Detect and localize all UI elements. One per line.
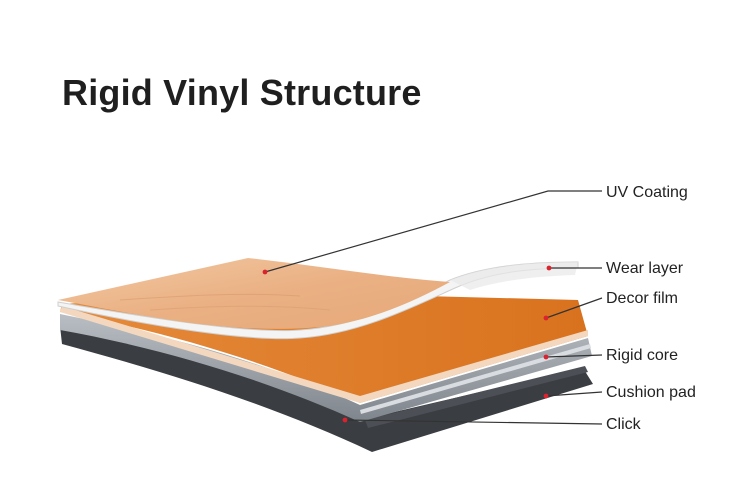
page-title: Rigid Vinyl Structure xyxy=(62,72,422,113)
label-uv-coating: UV Coating xyxy=(606,184,688,201)
leader-decor-film xyxy=(545,297,603,319)
rigid-core-layer xyxy=(60,314,592,422)
label-decor-film: Decor film xyxy=(606,290,678,307)
leader-uv-coating xyxy=(264,190,602,273)
uv-coating-layer xyxy=(58,258,450,329)
label-wear-layer: Wear layer xyxy=(606,260,684,277)
marker-dots xyxy=(262,265,552,423)
leader-rigid-core xyxy=(545,354,603,358)
leader-click xyxy=(344,419,603,425)
marker-rigid-core xyxy=(543,354,549,360)
wear-curl xyxy=(450,262,578,290)
label-cushion-pad: Cushion pad xyxy=(606,384,696,401)
marker-uv-coating xyxy=(262,269,268,275)
wood-grain xyxy=(119,293,301,301)
wood-grain-2 xyxy=(149,305,331,311)
label-rigid-core: Rigid core xyxy=(606,347,678,364)
marker-wear-layer xyxy=(546,265,552,271)
label-click: Click xyxy=(606,416,642,433)
marker-cushion-pad xyxy=(543,393,549,399)
leader-lines xyxy=(264,190,603,425)
leader-cushion-pad xyxy=(545,391,603,397)
marker-decor-film xyxy=(543,315,549,321)
core-highlight xyxy=(360,344,591,414)
click-layer xyxy=(365,366,588,428)
marker-click xyxy=(342,417,348,423)
